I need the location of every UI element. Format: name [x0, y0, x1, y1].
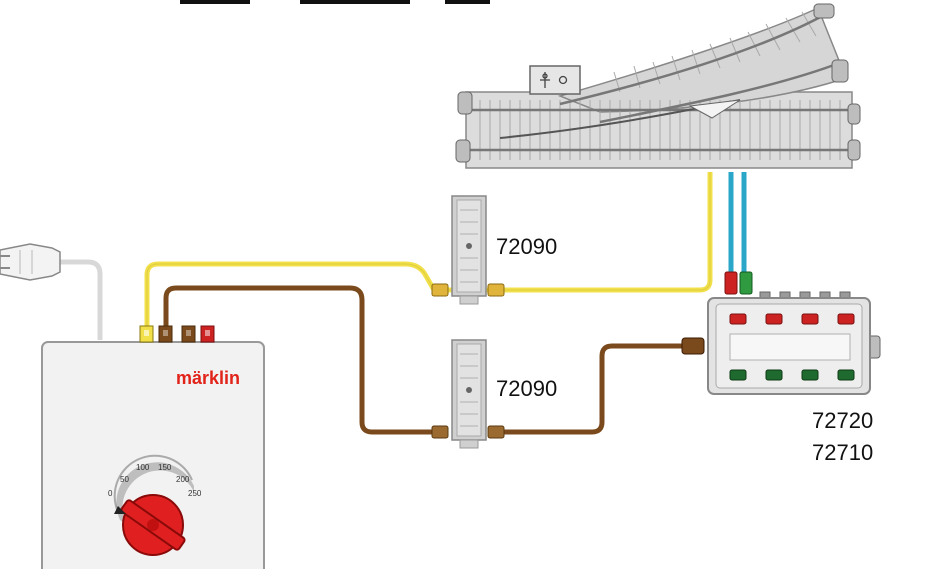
dial-scale-100: 100 [136, 463, 150, 472]
dial-scale-250: 250 [188, 489, 202, 498]
power-plug [0, 243, 61, 281]
decoupler-bottom [431, 339, 505, 449]
dial-scale-150: 150 [158, 463, 172, 472]
decoupler-top-label: 72090 [496, 234, 557, 259]
power-cord [60, 259, 103, 340]
control-button-red-3[interactable] [801, 313, 819, 325]
control-button-red-2[interactable] [765, 313, 783, 325]
decoupler-bottom-label: 72090 [496, 376, 557, 401]
decoupler-top [431, 195, 505, 305]
control-button-red-4[interactable] [837, 313, 855, 325]
control-box-label-1: 72720 [812, 408, 873, 433]
control-button-red-1[interactable] [729, 313, 747, 325]
yellow-wire [144, 172, 713, 330]
transformer-terminals [139, 325, 215, 343]
brand-logo: märklin [176, 368, 240, 388]
control-box [681, 271, 881, 395]
control-button-green-4[interactable] [837, 369, 855, 381]
transformer: märklin 0 50 100 150 200 250 [41, 325, 265, 569]
switch-symbol-icon [540, 72, 568, 88]
control-button-green-1[interactable] [729, 369, 747, 381]
speed-dial[interactable] [113, 454, 194, 556]
dial-scale-0: 0 [108, 489, 113, 498]
control-button-green-2[interactable] [765, 369, 783, 381]
control-box-label-2: 72710 [812, 440, 873, 465]
dial-scale-50: 50 [120, 475, 129, 484]
brown-wire [163, 285, 700, 435]
track-switch [455, 3, 861, 169]
control-button-green-3[interactable] [801, 369, 819, 381]
cut-off-heading [180, 0, 490, 4]
dial-scale-200: 200 [176, 475, 190, 484]
